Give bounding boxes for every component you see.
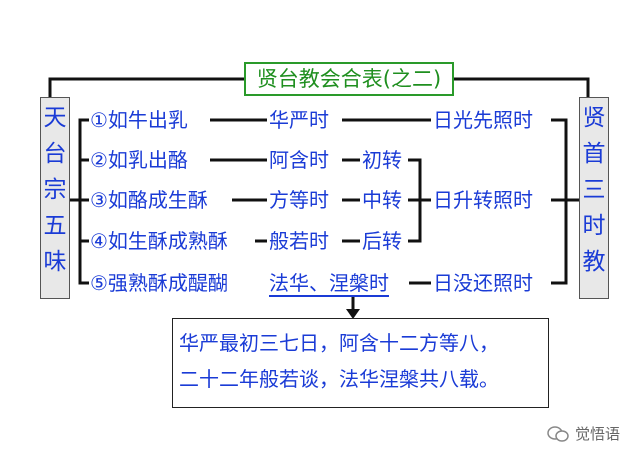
flavor-label: ③如酪成生酥: [89, 187, 209, 213]
verse-note-box: 华严最初三七日，阿含十二方等八， 二十二年般若谈，法华涅槃共八载。: [172, 318, 549, 408]
left-label-char: 天: [43, 105, 67, 131]
turn-label: 后转: [361, 228, 403, 254]
turn-label: 初转: [361, 147, 403, 173]
watermark: 觉悟语: [547, 423, 620, 444]
right-label-char: 首: [582, 141, 606, 167]
diagram-title: 贤台教会合表(之二): [244, 62, 454, 96]
right-label-char: 教: [582, 249, 606, 275]
period-label: 华严时: [268, 107, 330, 133]
flavor-label: ②如乳出酪: [89, 147, 189, 173]
left-label-char: 五: [43, 213, 67, 239]
period-label: 法华、涅槃时: [268, 270, 390, 296]
right-label-char: 贤: [582, 105, 606, 131]
sun-label: 日没还照时: [432, 270, 534, 296]
verse-line: 二十二年般若谈，法华涅槃共八载。: [179, 367, 499, 391]
sun-label: 日升转照时: [432, 187, 534, 213]
right-label-char: 时: [582, 213, 606, 239]
period-label: 般若时: [268, 228, 330, 254]
verse-line: 华严最初三七日，阿含十二方等八，: [179, 331, 499, 355]
chat-bubble-icon: [547, 425, 569, 442]
left-label-box: 天 台 宗 五 味: [40, 97, 70, 299]
period-label: 方等时: [268, 187, 330, 213]
right-label-box: 贤 首 三 时 教: [579, 97, 609, 299]
period-label: 阿含时: [268, 147, 330, 173]
left-label-char: 台: [43, 141, 67, 167]
flavor-label: ①如牛出乳: [89, 107, 189, 133]
flavor-label: ⑤强熟酥成醍醐: [89, 270, 229, 296]
sun-label: 日光先照时: [432, 107, 534, 133]
turn-label: 中转: [361, 187, 403, 213]
left-label-char: 宗: [43, 177, 67, 203]
right-label-char: 三: [582, 177, 606, 203]
watermark-text: 觉悟语: [574, 425, 620, 443]
flavor-label: ④如生酥成熟酥: [89, 228, 229, 254]
left-label-char: 味: [43, 249, 67, 275]
